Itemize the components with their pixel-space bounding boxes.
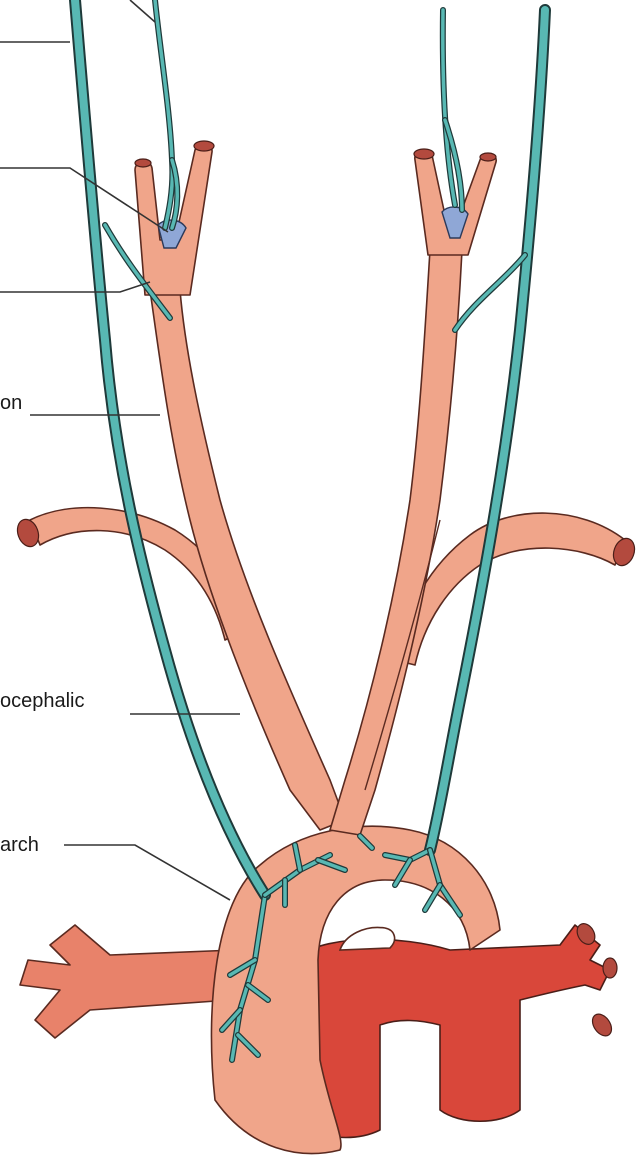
right-ica-lumen: [414, 149, 434, 159]
label-hypocephalic: ocephalic: [0, 690, 85, 712]
left-pulm-branch: [20, 925, 235, 1038]
left-ica-lumen: [194, 141, 214, 151]
leader-arch: [64, 845, 230, 900]
leader-top-b: [130, 0, 155, 22]
arch-inner-gap: [340, 927, 395, 950]
right-carotid-branch: [455, 255, 525, 330]
left-eca-lumen: [135, 159, 151, 167]
left-sinus-nerve: [155, 0, 172, 228]
top-right-pulm-lumen: [603, 958, 617, 978]
right-eca-lumen: [480, 153, 496, 161]
label-arch: arch: [0, 834, 39, 856]
right-pulm-lumen: [589, 1011, 616, 1040]
leader-carotid-branch: [0, 282, 150, 292]
pulmonary-trunk: [300, 925, 610, 1138]
label-on: on: [0, 392, 22, 414]
right-common-carotid: [330, 250, 462, 835]
